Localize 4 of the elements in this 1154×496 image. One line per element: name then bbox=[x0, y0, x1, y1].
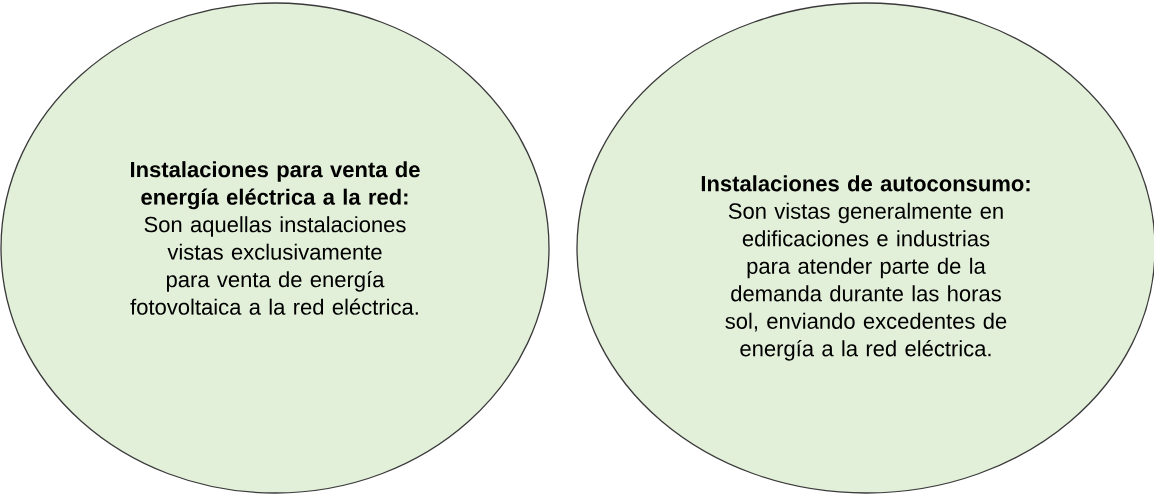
ellipse-text: Instalaciones para venta de energía eléctrica a la red: Son aquellas instalaciones vistas exclusivamente para venta de energía fotovoltaica a la red eléctrica. bbox=[130, 161, 420, 315]
ellipse bbox=[576, 2, 1154, 494]
ellipse-text: Instalaciones de autoconsumo: Son vistas generalmente en edificaciones e industrias para atender parte de la demanda durante las horas sol, enviando excedentes de energía a la red eléctrica. bbox=[701, 175, 1030, 361]
ellipse bbox=[0, 2, 550, 494]
